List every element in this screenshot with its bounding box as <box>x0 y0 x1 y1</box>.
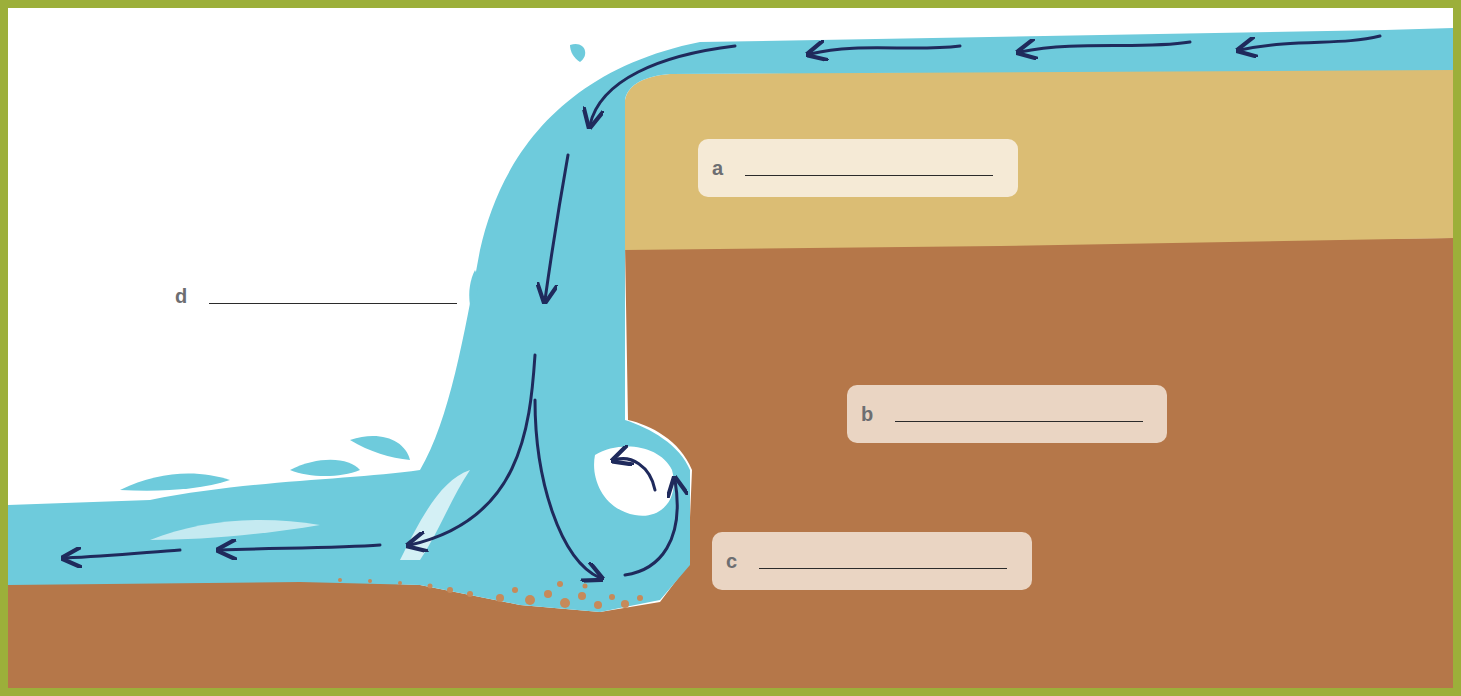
hard-rock <box>625 68 1453 250</box>
flow-arrows <box>65 36 1380 578</box>
water <box>8 28 1453 612</box>
splash <box>350 436 410 460</box>
foam <box>150 520 320 540</box>
answer-line <box>745 175 993 176</box>
label-group: d <box>175 286 457 306</box>
foam <box>594 447 674 516</box>
label-letter: b <box>861 404 873 424</box>
pebbles <box>338 578 643 609</box>
splash <box>120 473 230 490</box>
answer-line <box>209 303 457 304</box>
answer-line <box>759 568 1007 569</box>
answer-box: c <box>712 532 1032 590</box>
label-letter: a <box>712 158 723 178</box>
label-letter: d <box>175 286 187 306</box>
splash <box>570 44 585 62</box>
answer-line <box>895 421 1143 422</box>
answer-box: a <box>698 139 1018 197</box>
answer-box: b <box>847 385 1167 443</box>
splash <box>469 270 477 305</box>
frame-border <box>4 4 1457 692</box>
splash <box>290 460 360 476</box>
foam <box>400 470 470 560</box>
label-letter: c <box>726 551 737 571</box>
soft-rock <box>8 238 1453 696</box>
